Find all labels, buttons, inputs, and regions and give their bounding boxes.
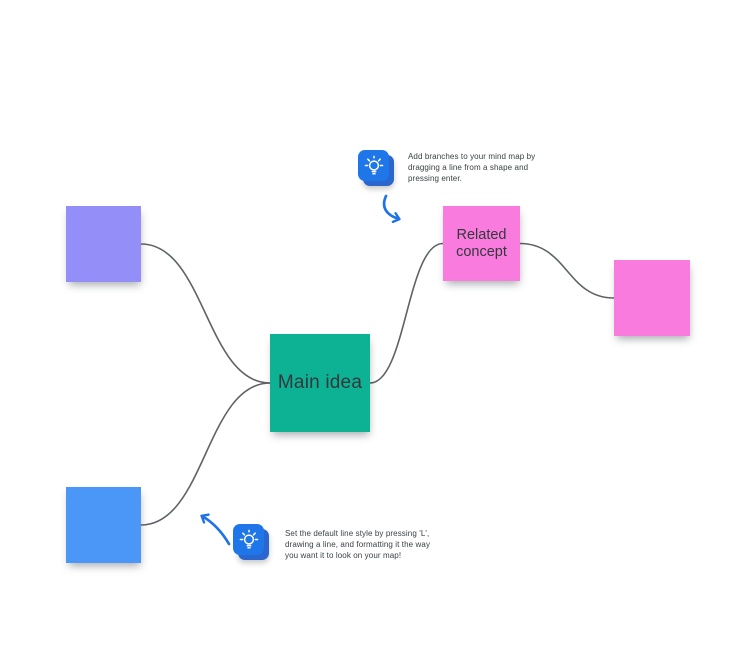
connector-purple-to-main[interactable]: [140, 243, 271, 384]
arrow-annotation-top: [382, 194, 401, 224]
lightbulb-icon: [233, 524, 270, 561]
tip-text-top: Add branches to your mind map by draggin…: [408, 152, 536, 183]
tip-text-bottom: Set the default line style by pressing '…: [285, 529, 431, 560]
lightbulb-icon: [358, 150, 395, 187]
sticky-note-label: Main idea: [277, 372, 363, 393]
lightbulb-icon-front: [233, 524, 264, 555]
sticky-note-pink-right[interactable]: [614, 260, 690, 336]
lightbulb-icon-front: [358, 150, 389, 181]
sticky-note-purple[interactable]: [66, 206, 141, 282]
connector-related-to-pink[interactable]: [519, 242, 615, 299]
sticky-note-label: Related concept: [456, 226, 507, 260]
sticky-note-related-concept[interactable]: Related concept: [443, 206, 520, 281]
arrow-annotation-bottom: [200, 513, 231, 546]
lightbulb-glyph: [239, 529, 258, 549]
lightbulb-glyph: [364, 155, 383, 175]
sticky-note-blue[interactable]: [66, 487, 141, 563]
connector-main-to-related[interactable]: [369, 242, 444, 384]
sticky-note-main-idea[interactable]: Main idea: [270, 334, 370, 432]
connector-blue-to-main[interactable]: [140, 382, 271, 526]
